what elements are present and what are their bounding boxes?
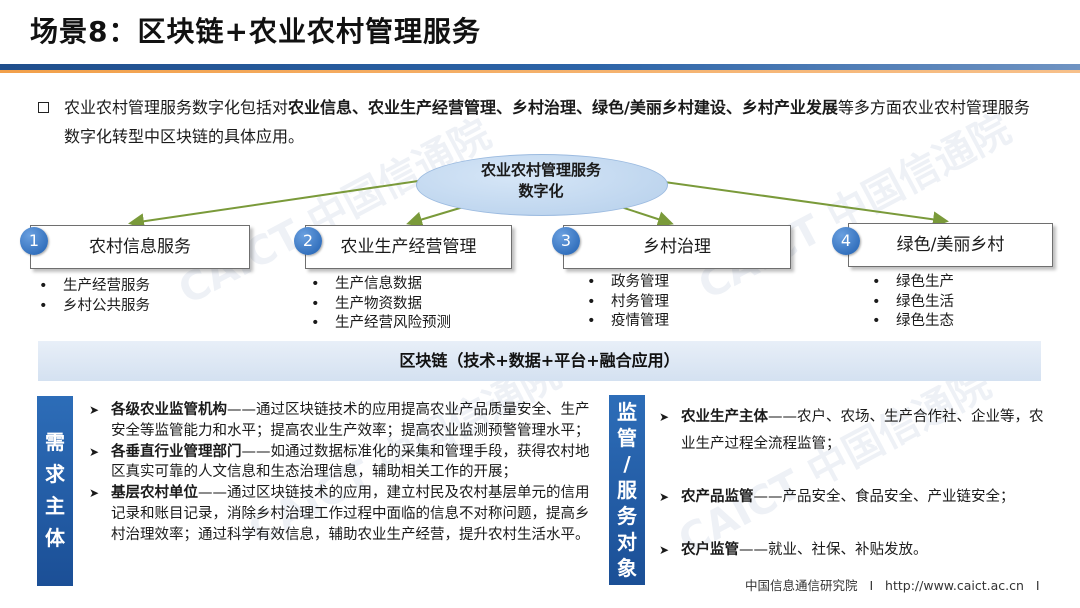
list-item: 乡村公共服务 bbox=[35, 297, 150, 317]
supervise-char: 管 bbox=[617, 426, 637, 450]
demand-item: ➤ 基层农村单位——通过区块链技术的应用，建立村民及农村基层单元的信用记录和账目记… bbox=[85, 483, 595, 545]
demand-char: 需 bbox=[45, 430, 65, 454]
category-box-rural-info: 农村信息服务 bbox=[30, 225, 250, 269]
supervise-char: 服 bbox=[617, 478, 637, 502]
footer-url[interactable]: http://www.caict.ac.cn bbox=[885, 578, 1024, 593]
list-item: 政务管理 bbox=[583, 273, 669, 293]
supervise-char: 对 bbox=[617, 530, 637, 554]
intro-prefix: 农业农村管理服务数字化包括对 bbox=[64, 98, 289, 117]
demand-list: ➤ 各级农业监管机构——通过区块链技术的应用提高农业产品质量安全、生产安全等监管能… bbox=[85, 400, 595, 546]
intro-bold: 农业信息、农业生产经营管理、乡村治理、绿色/美丽乡村建设、乡村产业发展 bbox=[288, 98, 838, 117]
demand-item-title: 各级农业监管机构 bbox=[111, 402, 227, 418]
list-item: 村务管理 bbox=[583, 293, 669, 313]
demand-item-text: ——通过区块链技术的应用，建立村民及农村基层单元的信用记录和账目记录，消除乡村治… bbox=[111, 485, 590, 543]
supervise-char: 务 bbox=[617, 504, 637, 528]
list-item: 生产物资数据 bbox=[307, 295, 451, 315]
demand-item-title: 基层农村单位 bbox=[111, 485, 198, 502]
supervise-item-text: ——产品安全、食品安全、产业链安全； bbox=[753, 489, 1015, 505]
category-list-production-mgmt: 生产信息数据 生产物资数据 生产经营风险预测 bbox=[307, 275, 451, 334]
supervise-item-title: 农业生产主体 bbox=[681, 409, 768, 425]
center-label: 农业农村管理服务 数字化 bbox=[416, 160, 666, 202]
demand-char: 主 bbox=[45, 494, 65, 518]
supervise-label-bar: 监 管 / 服 务 对 象 bbox=[609, 395, 645, 585]
center-line2: 数字化 bbox=[518, 182, 564, 200]
blockchain-banner: 区块链（技术+数据+平台+融合应用） bbox=[38, 341, 1041, 381]
title-divider-blue bbox=[0, 64, 1080, 70]
supervise-list: ➤ 农业生产主体——农户、农场、生产合作社、企业等，农业生产过程全流程监管； ➤ 农… bbox=[655, 404, 1050, 564]
number-badge: 3 bbox=[552, 227, 580, 255]
connector-line bbox=[128, 179, 426, 230]
category-label: 农业生产经营管理 bbox=[340, 237, 477, 257]
category-box-green-village: 绿色/美丽乡村 bbox=[848, 223, 1053, 267]
list-item: 绿色生产 bbox=[868, 273, 954, 293]
page-title: 场景8：区块链+农业农村管理服务 bbox=[30, 15, 481, 48]
footer-separator: I bbox=[869, 578, 874, 593]
category-list-rural-governance: 政务管理 村务管理 疫情管理 bbox=[583, 273, 669, 332]
list-item: 生产经营服务 bbox=[35, 277, 150, 297]
category-box-production-mgmt: 农业生产经营管理 bbox=[305, 225, 512, 269]
category-list-rural-info: 生产经营服务 乡村公共服务 bbox=[35, 277, 150, 316]
category-list-green-village: 绿色生产 绿色生活 绿色生态 bbox=[868, 273, 954, 332]
supervise-item: ➤ 农户监管——就业、社保、补贴发放。 bbox=[655, 537, 1050, 564]
supervise-item: ➤ 农业生产主体——农户、农场、生产合作社、企业等，农业生产过程全流程监管； bbox=[655, 404, 1050, 458]
list-item: 绿色生态 bbox=[868, 312, 954, 332]
connector-lines bbox=[128, 179, 949, 230]
list-item: 绿色生活 bbox=[868, 293, 954, 313]
number-badge: 4 bbox=[832, 227, 860, 255]
number-badge: 2 bbox=[294, 227, 322, 255]
title-divider-orange bbox=[0, 70, 1080, 73]
list-item: 生产信息数据 bbox=[307, 275, 451, 295]
category-label: 乡村治理 bbox=[643, 237, 711, 257]
intro-paragraph: 农业农村管理服务数字化包括对农业信息、农业生产经营管理、乡村治理、绿色/美丽乡村… bbox=[38, 93, 1038, 151]
intro-suffix: 等多方面农业农村管理服务数字化转型中区块链的具体应用。 bbox=[64, 98, 1030, 146]
supervise-item: ➤ 农产品监管——产品安全、食品安全、产业链安全； bbox=[655, 484, 1050, 511]
demand-item-text: ——如通过数据标准化的采集和管理手段，获得农村地区真实可靠的人文信息和生态治理信… bbox=[111, 443, 590, 481]
demand-char: 体 bbox=[45, 526, 65, 550]
supervise-item-text: ——农户、农场、生产合作社、企业等，农业生产过程全流程监管； bbox=[681, 409, 1044, 452]
supervise-item-text: ——就业、社保、补贴发放。 bbox=[739, 542, 928, 558]
hollow-square-icon bbox=[38, 102, 49, 113]
demand-label-bar: 需 求 主 体 bbox=[37, 396, 73, 586]
arrow-right-icon: ➤ bbox=[659, 543, 670, 557]
demand-item-title: 各垂直行业管理部门 bbox=[111, 443, 242, 460]
list-item: 生产经营风险预测 bbox=[307, 314, 451, 334]
category-box-rural-governance: 乡村治理 bbox=[563, 225, 791, 269]
category-label: 农村信息服务 bbox=[89, 237, 191, 257]
demand-char: 求 bbox=[45, 462, 65, 486]
supervise-item-title: 农产品监管 bbox=[681, 489, 754, 505]
demand-item-text: ——通过区块链技术的应用提高农业产品质量安全、生产安全等监管能力和水平；提高农业… bbox=[111, 402, 590, 439]
supervise-item-title: 农户监管 bbox=[681, 542, 739, 558]
category-label: 绿色/美丽乡村 bbox=[896, 235, 1005, 255]
connector-line bbox=[649, 179, 949, 228]
list-item: 疫情管理 bbox=[583, 312, 669, 332]
arrow-right-icon: ➤ bbox=[89, 403, 100, 417]
supervise-char: 象 bbox=[617, 556, 637, 580]
arrow-right-icon: ➤ bbox=[659, 410, 670, 424]
supervise-char: 监 bbox=[617, 400, 637, 424]
demand-item: ➤ 各垂直行业管理部门——如通过数据标准化的采集和管理手段，获得农村地区真实可靠的… bbox=[85, 442, 595, 484]
arrow-right-icon: ➤ bbox=[89, 444, 100, 459]
center-line1: 农业农村管理服务 bbox=[480, 161, 601, 179]
arrow-right-icon: ➤ bbox=[89, 486, 100, 501]
footer-org: 中国信息通信研究院 bbox=[745, 578, 858, 593]
number-badge: 1 bbox=[20, 227, 48, 255]
supervise-char: / bbox=[623, 452, 631, 476]
demand-item: ➤ 各级农业监管机构——通过区块链技术的应用提高农业产品质量安全、生产安全等监管能… bbox=[85, 400, 595, 442]
center-ellipse bbox=[416, 154, 668, 216]
arrow-right-icon: ➤ bbox=[659, 490, 670, 504]
footer: 中国信息通信研究院 I http://www.caict.ac.cn I bbox=[745, 575, 1040, 594]
footer-separator: I bbox=[1035, 578, 1040, 593]
